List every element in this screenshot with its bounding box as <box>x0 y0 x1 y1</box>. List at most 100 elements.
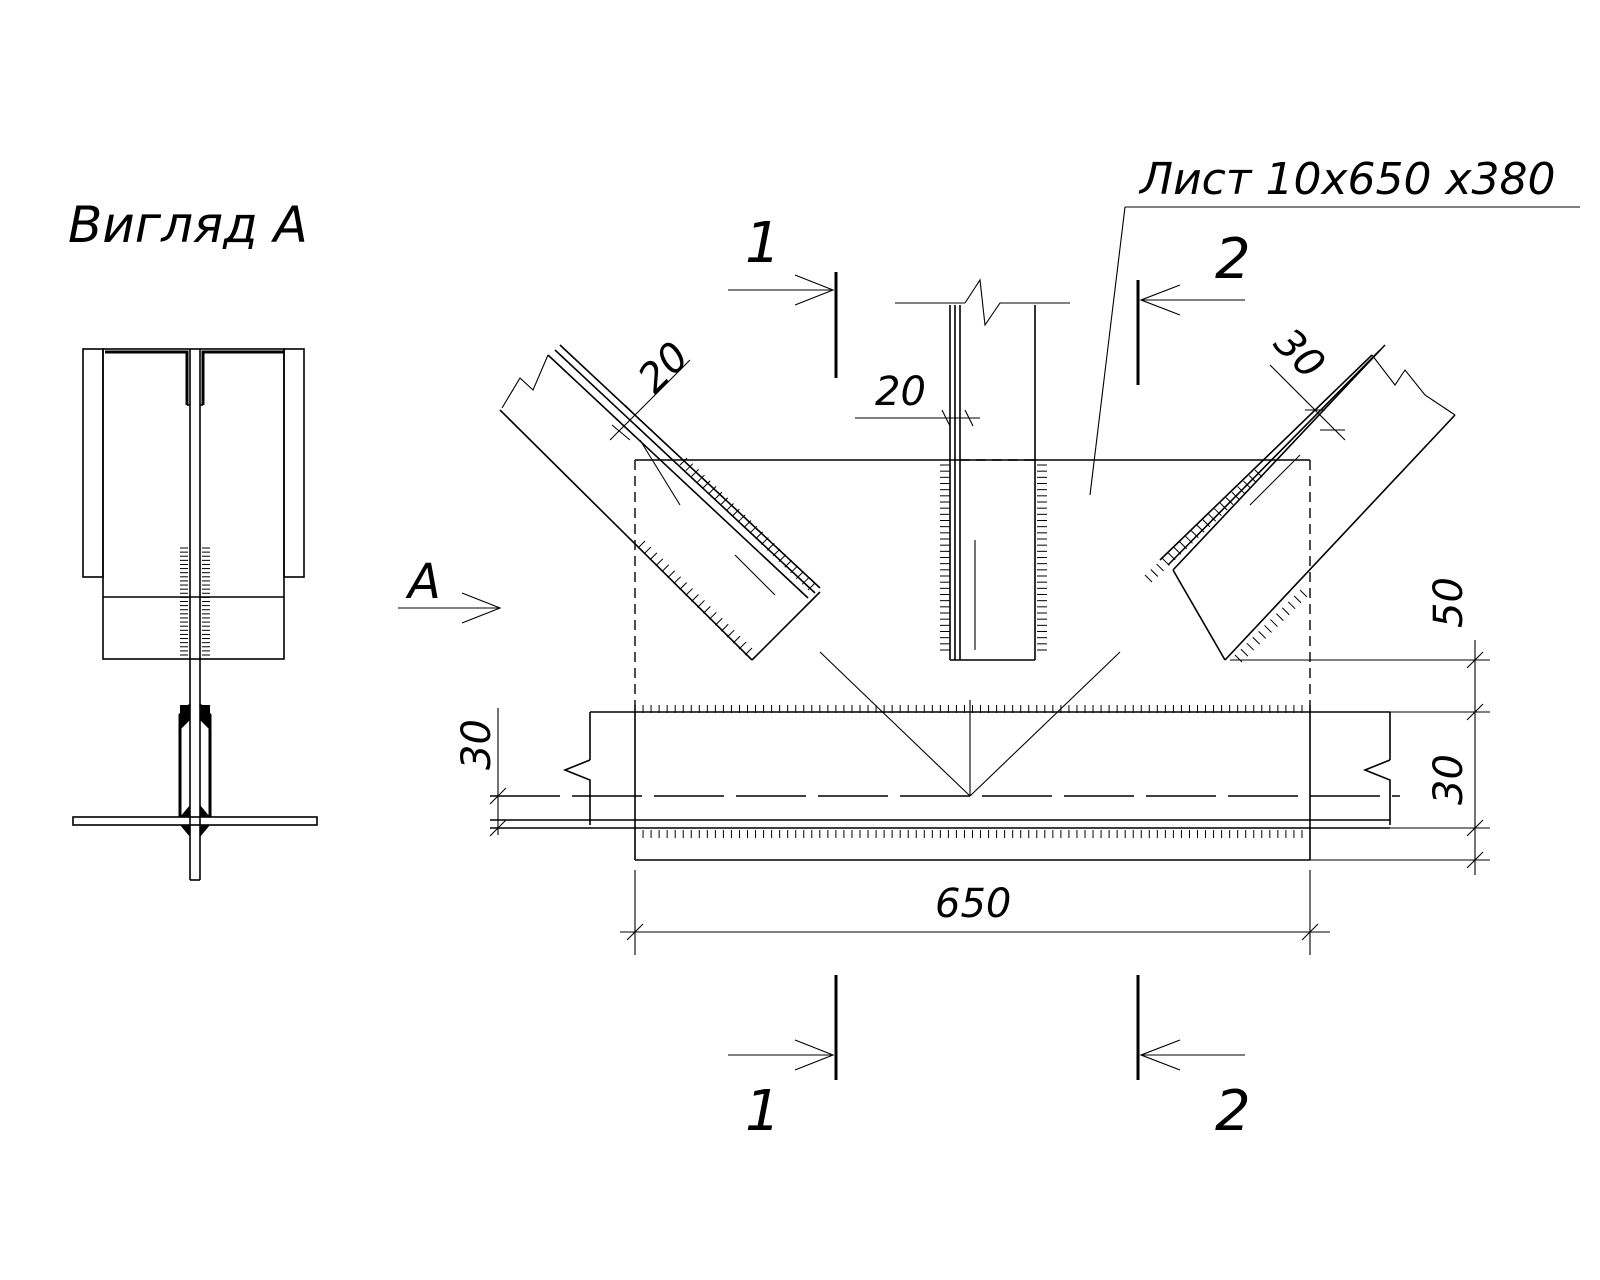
weld-tick <box>1185 535 1193 544</box>
weld-tick <box>1225 497 1234 505</box>
dim-left-brace-20: 20 <box>630 334 699 403</box>
weld-tick <box>702 480 711 489</box>
weld-tick <box>1190 530 1199 539</box>
weld-tick <box>1254 469 1263 478</box>
weld-tick <box>738 641 747 650</box>
weld-tick <box>679 457 688 466</box>
weld-tick <box>685 588 693 596</box>
left-outer-flange <box>82 348 104 578</box>
weld-tick <box>649 552 658 561</box>
weld-tick <box>708 486 717 494</box>
view-a: Вигляд А <box>68 196 318 881</box>
weld-tick <box>801 576 810 585</box>
weld-tick <box>1162 558 1170 566</box>
right-brace-weld-lower <box>1234 589 1308 663</box>
angle-body <box>102 348 285 660</box>
weld-tick <box>726 629 735 638</box>
weld-tick <box>720 623 729 632</box>
weld-tick <box>1167 552 1176 561</box>
dim-length-650: 650 <box>935 881 1011 927</box>
weld-tick <box>1150 569 1159 577</box>
weld-tick <box>679 582 687 590</box>
weld-tick <box>1173 547 1182 555</box>
weld-tick <box>1179 541 1188 550</box>
right-angle-flange <box>201 350 284 405</box>
weld-tick <box>784 559 793 568</box>
view-a-weld-right <box>202 547 210 656</box>
weld-tick <box>655 558 664 567</box>
right-outer-flange <box>283 348 305 578</box>
weld-tick <box>1299 589 1308 598</box>
weld-tick <box>691 594 699 602</box>
chord-weld-bottom <box>634 830 1311 838</box>
post-weld-right <box>1037 464 1047 651</box>
weld-tick <box>1281 607 1290 616</box>
weld-tick <box>673 576 682 585</box>
weld-tick <box>667 570 676 579</box>
weld-tick <box>778 554 787 562</box>
left-angle-flange <box>105 350 189 405</box>
weld-tick <box>737 514 746 523</box>
dim-right-brace-30: 30 <box>1265 320 1334 389</box>
weld-tick <box>744 647 753 656</box>
weld-tick <box>637 540 646 549</box>
left-diagonal-brace <box>499 344 821 661</box>
weld-tick <box>732 635 741 644</box>
weld-tick <box>1196 524 1205 533</box>
weld-tick <box>643 546 652 555</box>
left-brace-weld-lower <box>637 540 753 656</box>
section-2-bottom-label: 2 <box>1215 1079 1251 1144</box>
weld-tick <box>1156 563 1164 572</box>
chord-weld-top <box>634 705 1311 713</box>
view-a-arrow-label: А <box>405 554 441 610</box>
weld-tick <box>726 503 734 511</box>
right-diagonal-brace <box>1144 344 1456 663</box>
weld-tick <box>1144 574 1153 583</box>
weld-tick <box>708 611 717 620</box>
view-a-title: Вигляд А <box>68 196 308 254</box>
view-a-weld-left <box>180 547 188 656</box>
dim-left-30: 30 <box>454 719 500 770</box>
weld-tick <box>1243 480 1251 489</box>
weld-tick <box>1219 502 1228 511</box>
weld-tick <box>1234 654 1243 663</box>
plate-note: Лист 10х650 х380 <box>1138 154 1556 205</box>
section-1-top-label: 1 <box>745 211 781 276</box>
weld-tick <box>697 600 705 608</box>
weld-tick <box>1240 648 1249 657</box>
weld-tick <box>749 525 758 534</box>
weld-tick <box>1248 475 1257 483</box>
weld-tick <box>1246 642 1255 651</box>
weld-tick <box>766 542 775 551</box>
weld-tick <box>743 520 752 528</box>
weld-tick <box>807 582 816 591</box>
weld-tick <box>1214 508 1222 517</box>
weld-tick <box>761 537 769 545</box>
weld-tick <box>1252 636 1261 645</box>
weld-tick <box>1276 613 1284 621</box>
weld-tick <box>1287 601 1296 610</box>
weld-tick <box>1270 619 1278 627</box>
weld-tick <box>790 565 798 574</box>
post-weld-left <box>940 464 950 651</box>
weld-tick <box>703 606 711 614</box>
weld-tick <box>772 548 781 557</box>
base-plate <box>72 816 318 826</box>
plate-note-leader <box>1089 206 1126 496</box>
weld-tick <box>661 564 670 573</box>
dim-post-20: 20 <box>875 369 926 415</box>
dim-right-50: 50 <box>1426 577 1472 628</box>
weld-tick <box>1258 631 1266 639</box>
weld-tick <box>1293 595 1302 604</box>
weld-tick <box>697 474 705 483</box>
left-brace-weld-upper <box>679 457 816 591</box>
section-2-top-label: 2 <box>1215 227 1251 292</box>
right-brace-weld-upper <box>1144 469 1263 583</box>
weld-tick <box>685 463 694 472</box>
dim-right-30: 30 <box>1426 754 1472 805</box>
section-1-bottom-label: 1 <box>745 1079 781 1144</box>
weld-tick <box>1231 491 1240 500</box>
weld-tick <box>1202 519 1211 528</box>
weld-tick <box>755 531 763 540</box>
